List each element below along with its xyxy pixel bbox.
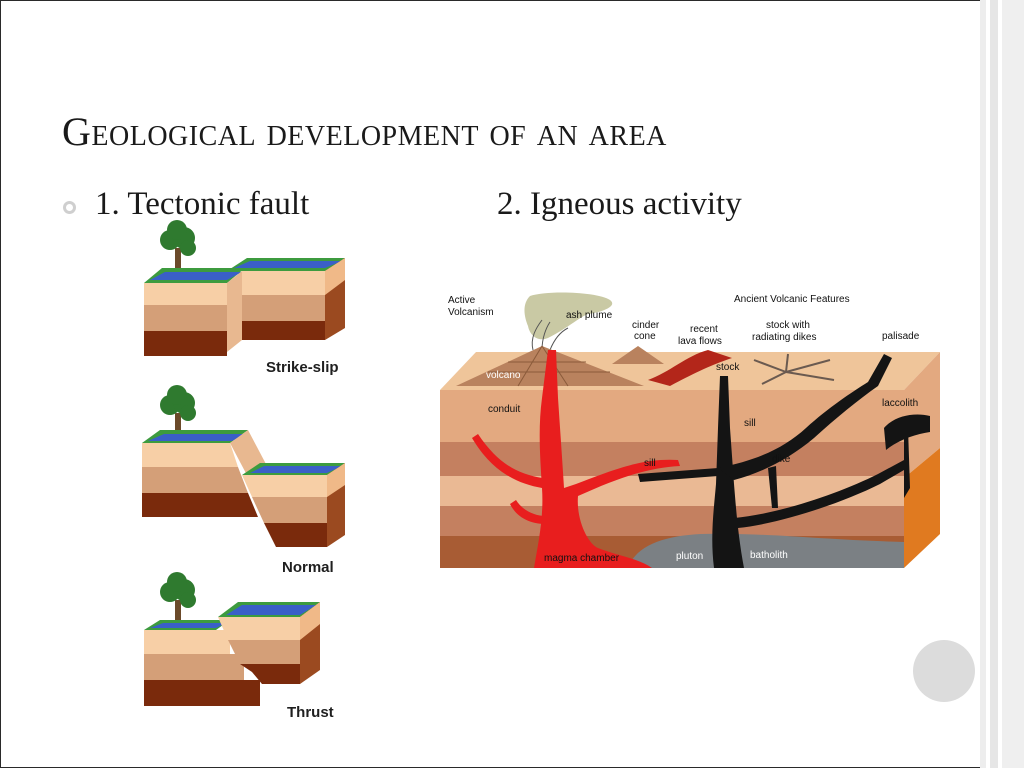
slide-nav-circle[interactable] <box>913 640 975 702</box>
stock-dikes-label-2: radiating dikes <box>752 332 816 343</box>
active-volcanism-label-2: Volcanism <box>448 307 494 318</box>
volcano-label: volcano <box>486 370 521 381</box>
stock-dikes-label-1: stock with <box>766 320 810 331</box>
strike-slip-diagram: Strike-slip <box>144 220 345 376</box>
batholith-label: batholith <box>750 550 788 561</box>
ancient-features-label: Ancient Volcanic Features <box>734 294 850 305</box>
tree-icon <box>160 385 196 435</box>
magma-chamber-label: magma chamber <box>544 553 620 564</box>
cinder-cone-label-2: cone <box>634 331 656 342</box>
bullet-icon <box>63 201 76 214</box>
igneous-activity-diagram: Active Volcanism Ancient Volcanic Featur… <box>440 292 940 568</box>
thrust-fault-diagram: Thrust <box>144 572 334 721</box>
ash-plume-label: ash plume <box>566 310 613 321</box>
dike-label: dike <box>772 454 791 465</box>
normal-label: Normal <box>282 559 334 576</box>
laccolith-label: laccolith <box>882 398 918 409</box>
bullet-igneous-activity: 2. Igneous activity <box>497 186 742 222</box>
slide-edge-decoration <box>980 0 1024 768</box>
pluton-label: pluton <box>676 551 703 562</box>
thrust-label: Thrust <box>287 704 334 721</box>
cinder-cone-shape <box>612 346 664 364</box>
conduit-label: conduit <box>488 404 520 415</box>
recent-lava-label-2: lava flows <box>678 336 722 347</box>
tree-icon <box>160 220 196 270</box>
lava-flow-shape <box>648 350 732 386</box>
tree-icon <box>160 572 196 622</box>
sill-dike-shape <box>718 354 892 480</box>
batholith-shape <box>628 533 904 568</box>
sill-label-upper: sill <box>744 418 756 429</box>
normal-fault-diagram: Normal <box>142 385 345 576</box>
bullet-tectonic-fault: 1. Tectonic fault <box>95 186 310 222</box>
active-volcanism-label-1: Active <box>448 295 476 306</box>
strike-slip-label: Strike-slip <box>266 359 339 376</box>
recent-lava-label-1: recent <box>690 324 718 335</box>
palisade-label: palisade <box>882 331 920 342</box>
stock-label: stock <box>716 362 740 373</box>
page-title: Geological development of an area <box>62 109 667 154</box>
sill-label-lower: sill <box>644 458 656 469</box>
cinder-cone-label-1: cinder <box>632 320 660 331</box>
magma-conduit-shape <box>534 350 680 568</box>
